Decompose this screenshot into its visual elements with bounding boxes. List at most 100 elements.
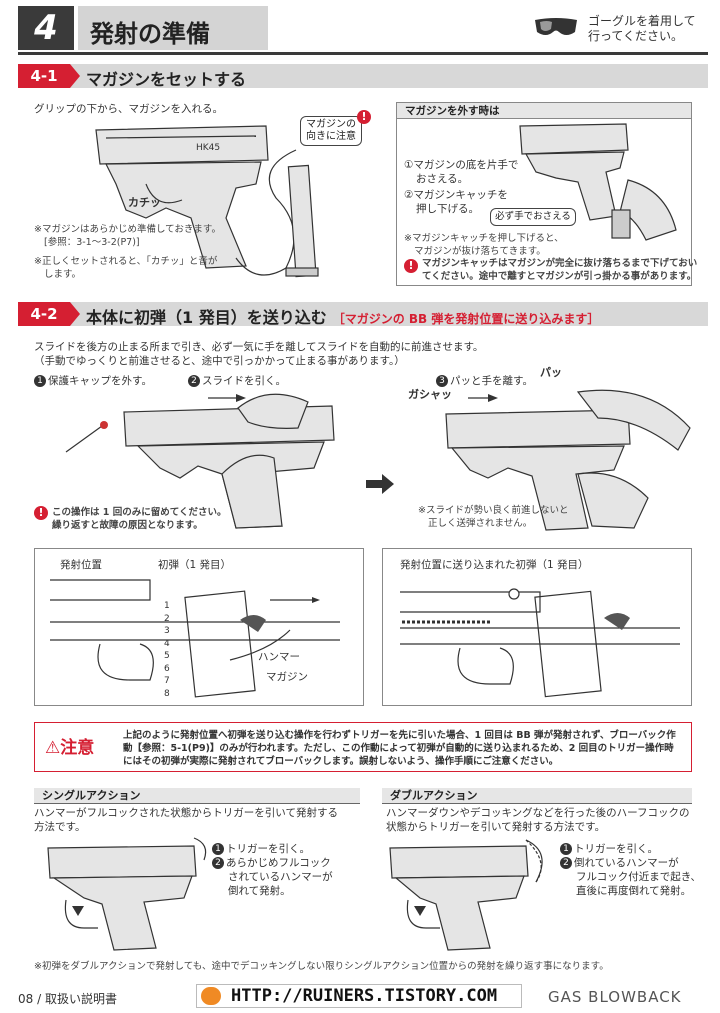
remove-step1-line2: おさえる。 (416, 173, 469, 185)
section-arrow-icon (70, 302, 80, 326)
label-magazine: マガジン (266, 671, 308, 683)
step-number-icon: 2 (188, 375, 200, 387)
magazine-number: 7 (164, 676, 170, 686)
sound-pa: パッ (540, 366, 562, 379)
slide-note: ※スライドが勢い良く前進しないと 正しく送弾されません。 (418, 504, 568, 530)
section-tag: 4-2 (18, 302, 70, 326)
single-action-step1-text: トリガーを引く。 (226, 843, 310, 855)
note2-line1: ※正しくセットされると、「カチッ」と音が (34, 256, 218, 267)
goggle-note-line1: ゴーグルを着用して (588, 14, 696, 28)
remove-warning: マガジンキャッチはマガジンが完全に抜け落ちるまで下げておい てください。途中で離… (422, 257, 697, 283)
double-action-step1-text: トリガーを引く。 (574, 843, 658, 855)
page-header: 4 発射の準備 ゴーグルを着用して 行ってください。 (18, 6, 708, 52)
caution-label: ⚠注意 (45, 733, 94, 758)
note1-line2: [参照：3-1～3-2(P7)] (44, 237, 140, 248)
click-sound-label: カチッ (128, 196, 161, 209)
hold-by-hand-callout: 必ず手でおさえる (490, 208, 576, 226)
remove-step1-line1: ①マガジンの底を片手で (404, 159, 519, 171)
single-action-desc: ハンマーがフルコックされた状態からトリガーを引いて発射する 方法です。 (34, 806, 338, 834)
step-number-icon: 2 (560, 857, 572, 869)
once-warning-line1: この操作は 1 回のみに留めてください。 (52, 507, 227, 518)
double-action-heading: ダブルアクション (382, 788, 692, 804)
single-action-step2-line1: あらかじめフルコック (226, 857, 331, 869)
slide-note-line2: 正しく送弾されません。 (428, 518, 533, 529)
slide-note-line1: ※スライドが勢い良く前進しないと (418, 505, 569, 516)
section1-note2: ※正しくセットされると、「カチッ」と音が します。 (34, 255, 217, 281)
header-rule (18, 52, 708, 55)
step2-text: スライドを引く。 (202, 375, 286, 387)
section2-intro-line1: スライドを後方の止まる所まで引き、必ず一気に手を離してスライドを自動的に前進させ… (34, 341, 484, 353)
remove-note-line1: ※マガジンキャッチを押し下げると、 (404, 233, 564, 244)
caution-text: 上記のように発射位置へ初弾を送り込む操作を行わずトリガーを先に引いた場合、1 回… (123, 730, 676, 767)
diagram-before-panel (34, 548, 364, 706)
magazine-number: 3 (164, 626, 170, 636)
bottom-note: ※初弾をダブルアクションで発射しても、途中でデコッキングしない限りシングルアクシ… (34, 961, 609, 972)
remove-step2-line1: ②マガジンキャッチを (404, 189, 508, 201)
remove-note: ※マガジンキャッチを押し下げると、 マガジンが抜け落ちてきます。 (404, 232, 564, 258)
diagram-before-illustration (50, 579, 340, 698)
double-action-pistol-illustration (389, 839, 543, 951)
note1-line1: ※マガジンはあらかじめ準備しておきます。 (34, 224, 221, 235)
label-fire-position: 発射位置 (60, 559, 102, 571)
section-header-4-2: 4-2 本体に初弾（1 発目）を送り込む［マガジンの BB 弾を発射位置に送り込… (18, 302, 708, 328)
magazine-number: 4 (164, 638, 170, 649)
step-number-icon: 3 (436, 375, 448, 387)
protective-cap-icon (65, 421, 108, 453)
single-action-pistol-illustration (47, 837, 207, 951)
step-number-icon: 1 (34, 375, 46, 387)
section-header-4-1: 4-1 マガジンをセットする (18, 64, 708, 89)
step-number-icon: 2 (212, 857, 224, 869)
diagram-after-panel (382, 548, 692, 706)
magazine-number: 8 (164, 688, 170, 699)
product-label: GAS BLOWBACK (548, 988, 682, 1006)
alert-icon: ! (357, 110, 371, 124)
single-action-desc-line1: ハンマーがフルコックされた状態からトリガーを引いて発射する (34, 807, 338, 819)
watermark: HTTP://RUINERS.TISTORY.COM (196, 984, 522, 1008)
double-action-desc-line2: 状態からトリガーを引いて発射する方法です。 (386, 821, 606, 833)
section-title: 本体に初弾（1 発目）を送り込む［マガジンの BB 弾を発射位置に送り込みます］ (86, 304, 599, 328)
double-action-step2-line1: 倒れているハンマーが (574, 857, 679, 869)
pistol-marking: HK45 (196, 143, 220, 153)
section1-intro: グリップの下から、マガジンを入れる。 (34, 103, 223, 115)
watermark-logo-icon (201, 987, 221, 1005)
remove-step2: ②マガジンキャッチを 押し下げる。 (404, 188, 508, 216)
double-action-step2-line2: フルコック付近まで起き、 (576, 871, 702, 883)
double-action-desc: ハンマーダウンやデコッキングなどを行った後のハーフコックの 状態からトリガーを引… (386, 806, 690, 834)
remove-step2-line2: 押し下げる。 (416, 203, 479, 215)
label-first-round: 初弾（1 発目） (158, 559, 232, 571)
note2-line2: します。 (44, 269, 82, 280)
single-action-heading: シングルアクション (34, 788, 360, 804)
magazine-number: 5 (164, 651, 170, 661)
once-warning-line2: 繰り返すと故障の原因となります。 (52, 520, 203, 531)
pistol-slide-pull-illustration (123, 393, 335, 529)
sound-gashan: ガシャッ (408, 388, 452, 401)
goggle-icon (535, 18, 577, 35)
diagram-after-illustration (400, 588, 680, 698)
callout-line1: マガジンの (306, 119, 356, 130)
goggle-note-line2: 行ってください。 (588, 29, 684, 43)
magazine-number: 2 (164, 613, 170, 624)
alert-icon: ! (404, 259, 418, 273)
magazine-number: 6 (164, 663, 170, 674)
goggle-note: ゴーグルを着用して 行ってください。 (588, 14, 708, 44)
section2-title-text: 本体に初弾（1 発目）を送り込む (86, 308, 327, 327)
single-action-desc-line2: 方法です。 (34, 821, 86, 833)
double-action-desc-line1: ハンマーダウンやデコッキングなどを行った後のハーフコックの (386, 807, 690, 819)
magazine-number: 1 (164, 601, 170, 611)
chapter-title: 発射の準備 (90, 20, 210, 48)
callout-line2: 向きに注意 (306, 131, 356, 142)
remove-warning-line2: てください。途中で離すとマガジンが引っ掛かる事があります。 (422, 271, 697, 282)
label-chambered-round: 発射位置に送り込まれた初弾（1 発目） (400, 559, 589, 571)
section2-intro-line2: （手動でゆっくりと前進させると、途中で引っかかって止まる事があります。） (34, 355, 405, 367)
watermark-text: HTTP://RUINERS.TISTORY.COM (231, 986, 498, 1006)
caution-label-text: 注意 (60, 738, 95, 758)
step-number-icon: 1 (212, 843, 224, 855)
remove-note-line2: マガジンが抜け落ちてきます。 (414, 246, 546, 257)
caution-triangle-icon: ⚠ (45, 738, 61, 758)
pistol-insert-illustration: HK45 (95, 125, 319, 278)
chapter-number: 4 (18, 6, 74, 50)
section2-intro: スライドを後方の止まる所まで引き、必ず一気に手を離してスライドを自動的に前進させ… (34, 340, 483, 368)
